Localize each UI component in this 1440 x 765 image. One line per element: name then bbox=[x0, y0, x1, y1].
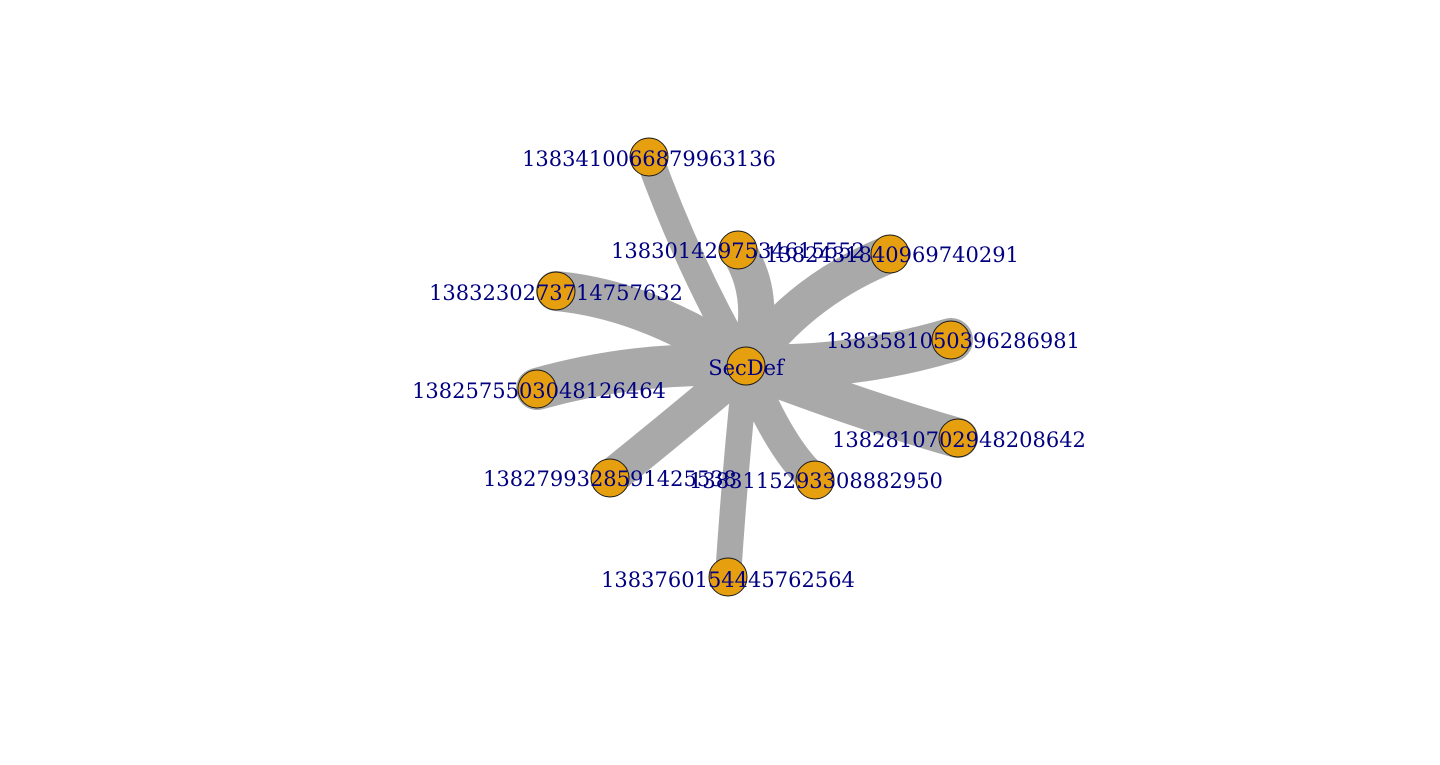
node-n5[interactable] bbox=[931, 320, 971, 360]
node-n10[interactable] bbox=[708, 557, 748, 597]
node-label-n1: 1383410066879963136 bbox=[522, 147, 776, 171]
node-label-n5: 1383581050396286981 bbox=[826, 329, 1080, 353]
node-label-n10: 1383760154445762564 bbox=[601, 568, 855, 592]
node-label-n7: 1382810702948208642 bbox=[832, 428, 1086, 452]
edge-secdef-n10 bbox=[715, 353, 759, 590]
node-n2[interactable] bbox=[718, 230, 758, 270]
node-label-n8: 1382799328591425538 bbox=[483, 467, 737, 491]
node-label-n2: 1383014297534615552 bbox=[611, 239, 865, 263]
edge-secdef-n7 bbox=[726, 346, 978, 458]
node-label-n4: 1383230273714757632 bbox=[429, 281, 683, 305]
labels-layer: SecDef 1383410066879963136 138301429753461… bbox=[412, 147, 1086, 592]
node-n3[interactable] bbox=[870, 234, 910, 274]
node-n6[interactable] bbox=[517, 369, 557, 409]
node-n8[interactable] bbox=[590, 458, 630, 498]
node-label-n9: 1383115293308882950 bbox=[689, 469, 943, 493]
nodes-layer bbox=[517, 137, 978, 597]
node-n1[interactable] bbox=[629, 137, 669, 177]
node-label-n3: 1382431840969740291 bbox=[765, 243, 1019, 267]
node-secdef[interactable] bbox=[726, 346, 766, 386]
node-n9[interactable] bbox=[795, 460, 835, 500]
edges-layer bbox=[516, 143, 978, 590]
node-n4[interactable] bbox=[536, 271, 576, 311]
node-label-secdef: SecDef bbox=[708, 356, 786, 380]
node-label-n6: 1382575503048126464 bbox=[412, 379, 666, 403]
node-n7[interactable] bbox=[938, 418, 978, 458]
